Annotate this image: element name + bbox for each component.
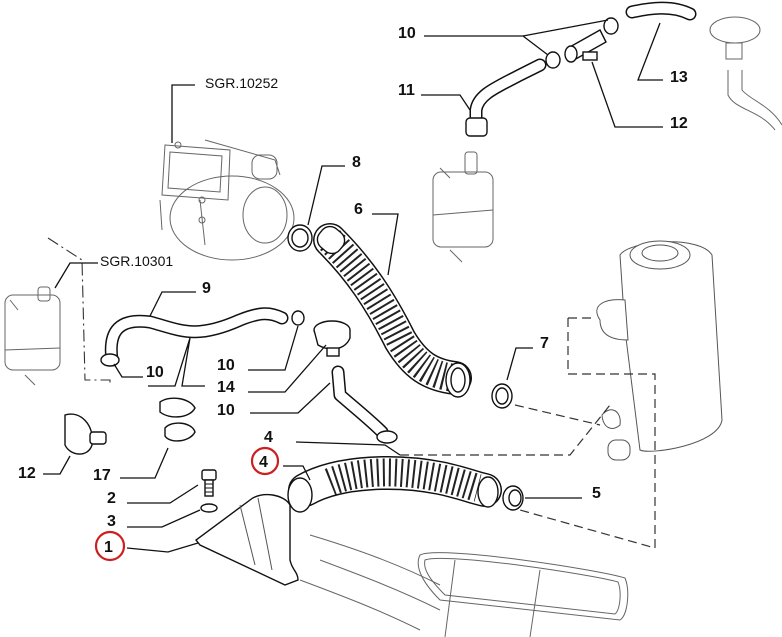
callout-2: 2 [107, 490, 116, 507]
callout-9: 9 [202, 280, 211, 297]
ref-turbo-label: SGR.10252 [205, 75, 278, 91]
callout-14: 11 [398, 82, 415, 99]
washer-3 [200, 503, 218, 513]
elbow-hose-16 [625, 1, 697, 21]
hose-clamp-10-left [100, 353, 120, 367]
callout-16: 13 [670, 69, 688, 86]
hose-13 [331, 365, 398, 444]
turbocharger-part [159, 139, 295, 261]
hose-9 [104, 307, 289, 367]
ref-tank-label: SGR.10301 [100, 253, 173, 269]
callout-5: 5 [592, 485, 601, 502]
corrugated-hose-6 [313, 223, 472, 398]
callout-7: 7 [540, 335, 549, 352]
air-filter-housing [596, 240, 723, 461]
hose-clamp-10-top [545, 17, 619, 69]
callout-10-left: 10 [146, 364, 164, 381]
body-panel-ghost [299, 534, 629, 637]
highlight-circle-4 [250, 446, 280, 476]
callout-6: 6 [354, 201, 363, 218]
callout-3: 3 [107, 513, 116, 530]
bracket-1 [194, 493, 299, 586]
breather-hose-14 [465, 58, 547, 137]
breather-valve-ghost [709, 16, 782, 131]
hose-clamp-8 [287, 224, 313, 252]
hose-clamp-5 [502, 485, 524, 511]
callout-10-top: 10 [398, 25, 416, 42]
tee-fitting-15 [564, 29, 607, 63]
expansion-tank-center [432, 151, 494, 263]
callout-8: 8 [352, 154, 361, 171]
expansion-tank-left [4, 286, 61, 386]
dash-filter-box [519, 318, 656, 549]
callout-13: 10 [217, 402, 235, 419]
callout-1: 1 [104, 539, 113, 556]
ref-turbo-leader [171, 84, 195, 143]
callout-10-mid: 10 [217, 357, 235, 374]
breather-valve-12 [291, 310, 351, 357]
corrugated-hose-4 [287, 456, 502, 513]
highlight-circle-1 [94, 530, 126, 562]
callout-4: 4 [259, 454, 268, 471]
bolt-2 [201, 469, 217, 497]
callout-11: 12 [18, 465, 36, 482]
callout-17: 17 [93, 467, 111, 484]
clip-11 [64, 413, 107, 455]
callout-12: 14 [217, 379, 235, 396]
clip-17 [159, 397, 196, 442]
callout-10-lower: 4 [264, 429, 273, 446]
hose-clamp-7 [491, 383, 513, 409]
callout-15: 12 [670, 115, 688, 132]
